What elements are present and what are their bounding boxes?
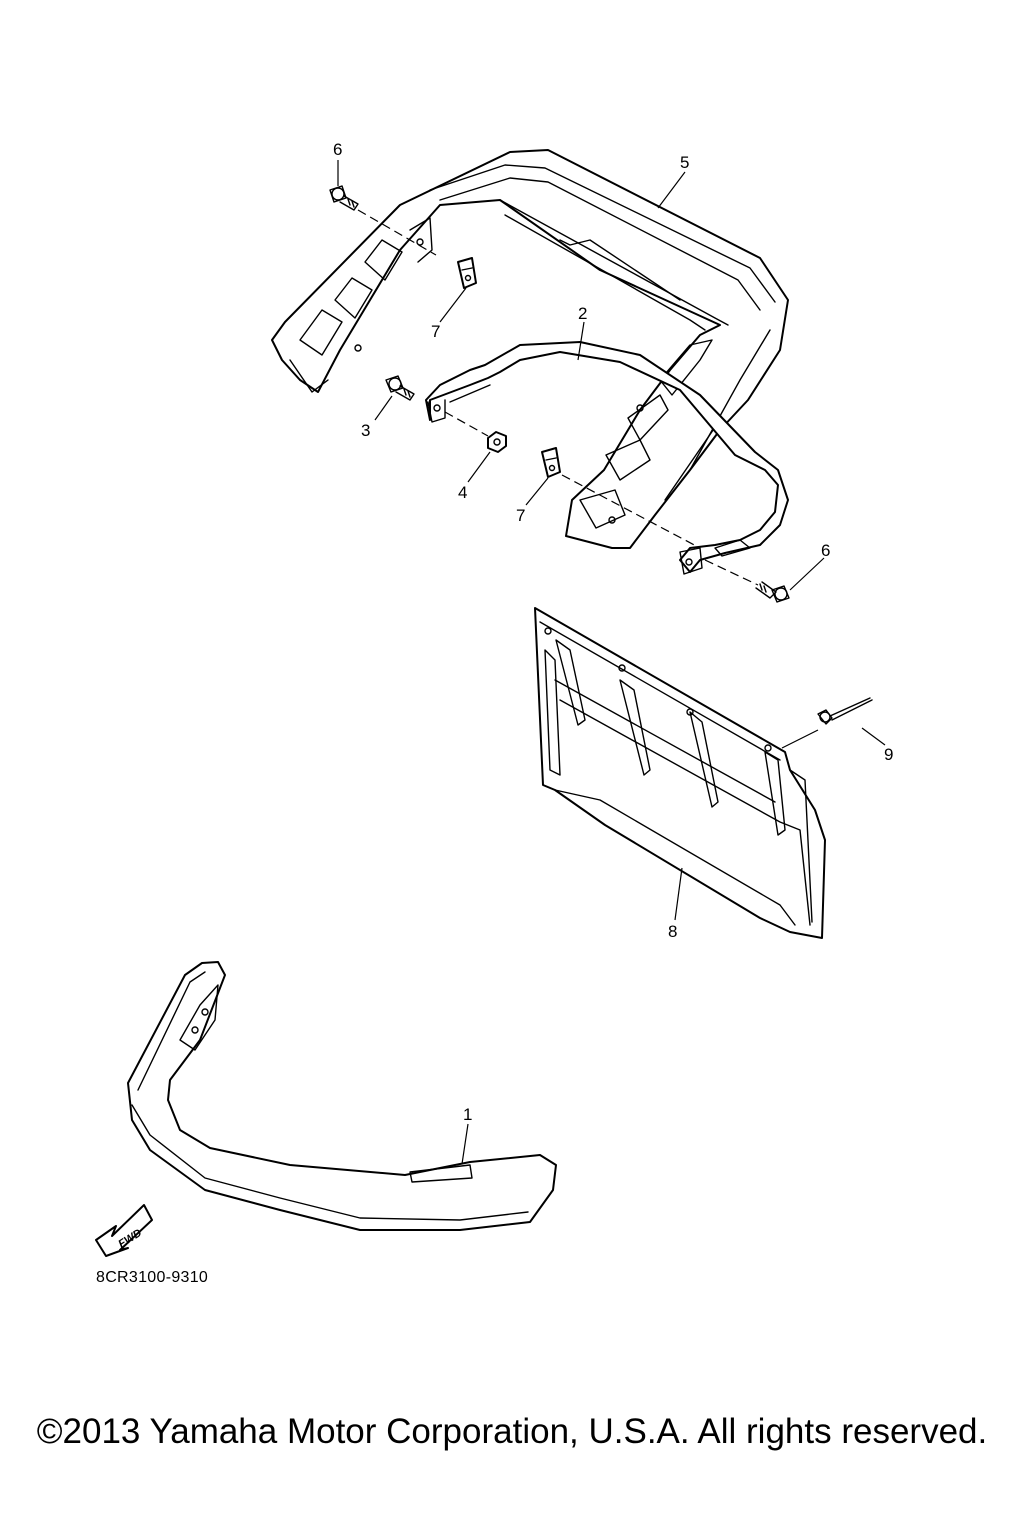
rear-bumper-frame <box>271 149 789 549</box>
callout-5: 5 <box>680 153 689 172</box>
snow-flap <box>534 607 826 939</box>
copyright-notice: ©2013 Yamaha Motor Corporation, U.S.A. A… <box>36 1412 988 1451</box>
callout-7-upper: 7 <box>431 322 440 341</box>
fwd-arrow-icon: FWD <box>95 1204 153 1257</box>
rear-brace-bar <box>425 341 789 575</box>
callout-7-lower: 7 <box>516 506 525 525</box>
callout-3: 3 <box>361 421 370 440</box>
callout-1: 1 <box>463 1105 472 1124</box>
assembly-line-6-upper <box>357 209 437 256</box>
assembly-line-4 <box>444 411 489 437</box>
callout-6-upper: 6 <box>333 140 342 159</box>
callout-4: 4 <box>458 483 467 502</box>
diagram-code: 8CR3100-9310 <box>96 1269 209 1286</box>
assembly-line-9 <box>781 729 819 749</box>
nut-4 <box>487 431 507 453</box>
assembly-line-6-lower <box>704 559 759 586</box>
callout-8: 8 <box>668 922 677 941</box>
callout-9: 9 <box>884 745 893 764</box>
assembly-line-7-lower <box>561 474 701 549</box>
bolt-6-lower <box>755 581 790 603</box>
rivet-9 <box>817 697 873 725</box>
clip-7-upper <box>457 257 477 289</box>
callout-2: 2 <box>578 304 587 323</box>
callout-leaders <box>337 160 886 1165</box>
bolt-3 <box>385 375 415 401</box>
bolt-6-upper <box>329 185 359 211</box>
front-bumper <box>127 961 557 1231</box>
callout-6-lower: 6 <box>821 541 830 560</box>
clip-7-lower <box>541 447 561 478</box>
